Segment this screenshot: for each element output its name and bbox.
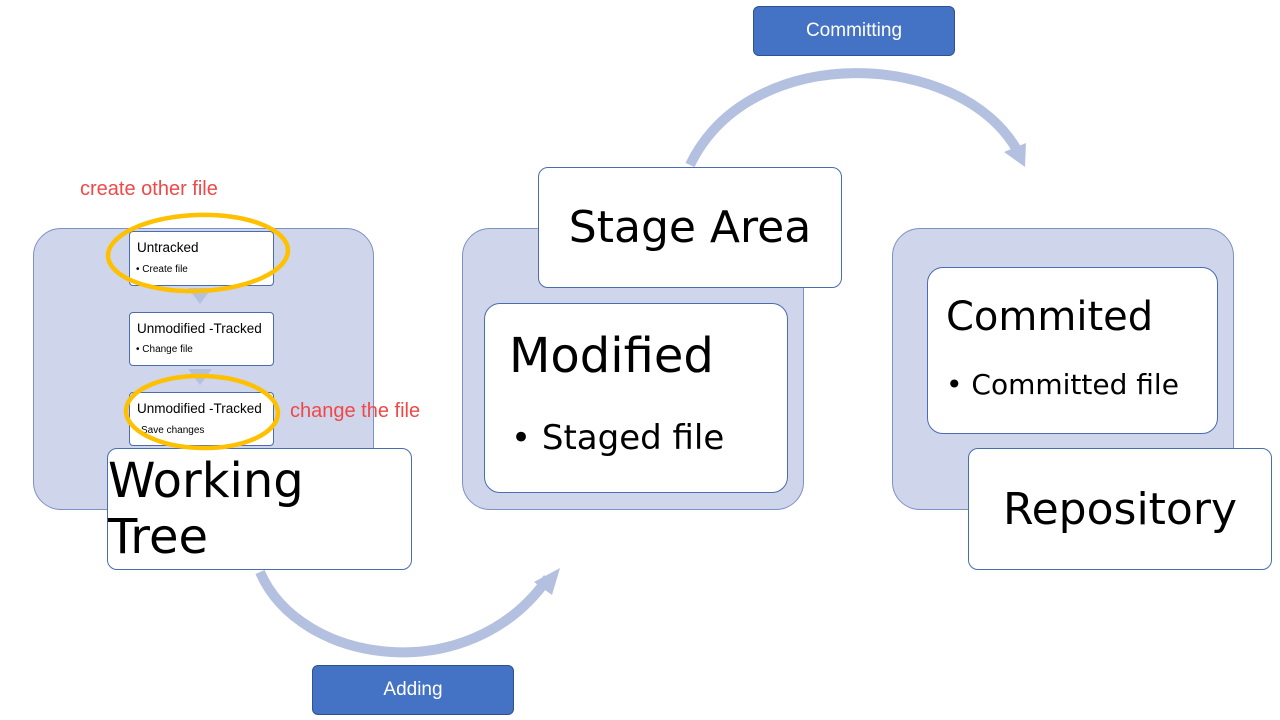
- repository-title-card: Repository: [968, 448, 1272, 570]
- annotation-change-the-file: change the file: [290, 400, 421, 422]
- working-tree-title: Working Tree: [108, 453, 304, 565]
- committing-button[interactable]: Committing: [753, 6, 955, 56]
- committing-arrowhead: [1004, 143, 1026, 167]
- state-title: Untracked: [137, 240, 199, 255]
- state-bullet: • Change file: [136, 344, 193, 355]
- state-unmodified-card: Unmodified -Tracked • Change file: [129, 312, 274, 366]
- committed-file-bullet: • Committed file: [946, 368, 1179, 401]
- commited-title: Commited: [946, 294, 1154, 340]
- state-bullet: Save changes: [141, 425, 205, 436]
- adding-button[interactable]: Adding: [312, 665, 514, 715]
- highlight-ellipse-untracked: [105, 212, 291, 294]
- committing-arrow: [685, 68, 1022, 168]
- highlight-ellipse-change: [123, 373, 281, 451]
- annotation-create-other-file: create other file: [80, 178, 218, 200]
- staged-file-bullet: • Staged file: [511, 418, 725, 458]
- modified-card: Modified • Staged file: [484, 303, 788, 493]
- state-unmodified-card: Unmodified -Tracked Save changes: [129, 392, 274, 446]
- state-bullet: • Create file: [136, 264, 188, 275]
- state-title: Unmodified -Tracked: [137, 321, 262, 336]
- modified-title: Modified: [509, 328, 714, 384]
- adding-arrow: [255, 569, 553, 658]
- working-tree-title-card: Working Tree: [107, 448, 412, 570]
- commited-card: Commited • Committed file: [927, 267, 1218, 434]
- repository-title: Repository: [1003, 483, 1237, 535]
- stage-area-title-card: Stage Area: [538, 167, 842, 288]
- state-title: Unmodified -Tracked: [137, 401, 262, 416]
- state-untracked-card: Untracked • Create file: [129, 231, 274, 286]
- stage-area-title: Stage Area: [568, 202, 812, 253]
- adding-arrowhead: [534, 568, 560, 595]
